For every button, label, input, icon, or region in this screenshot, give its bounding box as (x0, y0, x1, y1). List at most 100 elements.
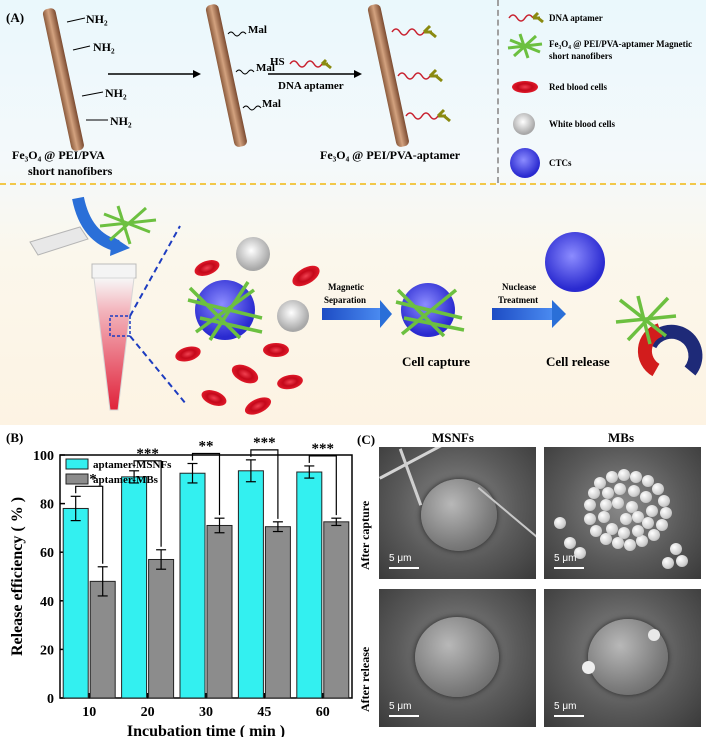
legend-swatch (65, 473, 89, 485)
legend-icon-aptamer (508, 11, 544, 24)
bead (606, 523, 618, 535)
legend-label-aptamer: DNA aptamer (549, 13, 603, 23)
sem-release-msnfs: 5 μm (379, 589, 536, 727)
bead (612, 497, 624, 509)
bead (614, 483, 626, 495)
significance-bracket (250, 449, 279, 519)
bead (624, 539, 636, 551)
bead (602, 487, 614, 499)
legend-label-nanofibers: Fe₃O₄ @ PEI/PVA-aptamer Magnetic short n… (549, 39, 693, 61)
y-tick-label: 100 (33, 449, 54, 464)
aptamer-1 (391, 24, 437, 39)
bead (554, 517, 566, 529)
bead (642, 475, 654, 487)
bar-aptamer-MBs (148, 558, 175, 699)
nuclease-treatment-line1: Nuclease (502, 282, 536, 292)
horseshoe-magnet-icon (637, 323, 703, 377)
red-blood-cells (175, 260, 320, 415)
bead (618, 469, 630, 481)
bead (584, 499, 596, 511)
bead (660, 507, 672, 519)
fiber1-caption-line2: short nanofibers (28, 164, 113, 178)
bar-aptamer-MSNFs (296, 471, 323, 699)
ctc-with-fibers-1 (187, 280, 263, 341)
significance-bracket (75, 485, 104, 564)
significance-bracket (191, 452, 221, 516)
bar-aptamer-MBs (264, 526, 291, 699)
nh2-label-4: NH₂ (110, 114, 132, 128)
cell-release-label: Cell release (546, 354, 610, 369)
legend-label-rbc: Red blood cells (549, 82, 608, 92)
bead (612, 537, 624, 549)
legend-icon-ctc (510, 148, 540, 178)
bar-aptamer-MSNFs (121, 476, 148, 699)
significance-stars: *** (136, 446, 159, 462)
mal-label-1: Mal (248, 24, 267, 36)
x-tick-label: 45 (257, 705, 271, 720)
bead (598, 511, 610, 523)
wbc-1 (236, 237, 270, 271)
dna-aptamer-arrow-label: DNA aptamer (278, 80, 344, 92)
scale-bar-label: 5 μm (389, 701, 412, 712)
bead (642, 517, 654, 529)
scale-bar-label: 5 μm (554, 553, 577, 564)
x-tick-label: 60 (316, 705, 330, 720)
scale-bar-label: 5 μm (389, 553, 412, 564)
bead (588, 487, 600, 499)
bead (618, 527, 630, 539)
sem-release-mbs: 5 μm (544, 589, 701, 727)
fiber2-caption: Fe₃O₄ @ PEI/PVA-aptamer (320, 148, 461, 162)
bead (632, 525, 644, 537)
magnetic-separation-line2: Separation (324, 295, 367, 305)
nuclease-treatment-line2: Treatment (498, 295, 539, 305)
bead (656, 519, 668, 531)
bead (646, 505, 658, 517)
mal-label-3: Mal (262, 98, 281, 110)
panel-a-label: (A) (6, 10, 25, 25)
bead (670, 543, 682, 555)
bead (676, 555, 688, 567)
nanofibers-on-magnet (615, 295, 677, 345)
y-tick-label: 60 (40, 546, 54, 561)
nh2-label-2: NH₂ (93, 40, 115, 54)
cell-capture-label: Cell capture (402, 354, 470, 369)
nanofiber-bundle-top (99, 205, 157, 245)
x-tick-label: 30 (199, 705, 213, 720)
bar-aptamer-MSNFs (179, 472, 206, 699)
scale-bar-label: 5 μm (554, 701, 577, 712)
fiber-rod-1 (42, 8, 84, 151)
significance-stars: ** (199, 439, 214, 455)
bead (652, 483, 664, 495)
fiber-rod-3 (367, 4, 409, 147)
significance-bracket (308, 455, 337, 516)
released-ctc (545, 232, 605, 292)
bead (600, 499, 612, 511)
legend-label: aptamer-MBs (93, 474, 159, 486)
dashed-divider-horizontal (0, 183, 706, 185)
bar-aptamer-MBs (206, 524, 233, 699)
y-tick-label: 0 (47, 692, 54, 707)
fiber-rod-2 (205, 4, 247, 147)
bead (628, 485, 640, 497)
panel-a-schematic (29, 4, 703, 415)
aptamer-2 (397, 68, 443, 83)
y-tick-label: 40 (40, 595, 54, 610)
x-axis-label: Incubation time ( min ) (127, 723, 285, 737)
bead (632, 511, 644, 523)
legend-icon-rbc (512, 81, 538, 93)
x-tick-label: 10 (82, 705, 96, 720)
legend-label-ctc: CTCs (549, 158, 572, 168)
bar-aptamer-MSNFs (237, 470, 264, 699)
mal-label-2: Mal (256, 62, 275, 74)
bead (594, 477, 606, 489)
bead (574, 547, 586, 559)
sem-capture-mbs: 5 μm (544, 447, 701, 579)
significance-stars: *** (253, 435, 276, 451)
legend-swatch (65, 458, 89, 470)
fiber1-caption-line1: Fe₃O₄ @ PEI/PVA (12, 148, 105, 162)
row-title-after-capture: After capture (358, 500, 372, 570)
bead (600, 533, 612, 545)
col-title-msnfs: MSNFs (432, 430, 474, 445)
significance-bracket (133, 460, 162, 547)
col-title-mbs: MBs (608, 430, 634, 445)
